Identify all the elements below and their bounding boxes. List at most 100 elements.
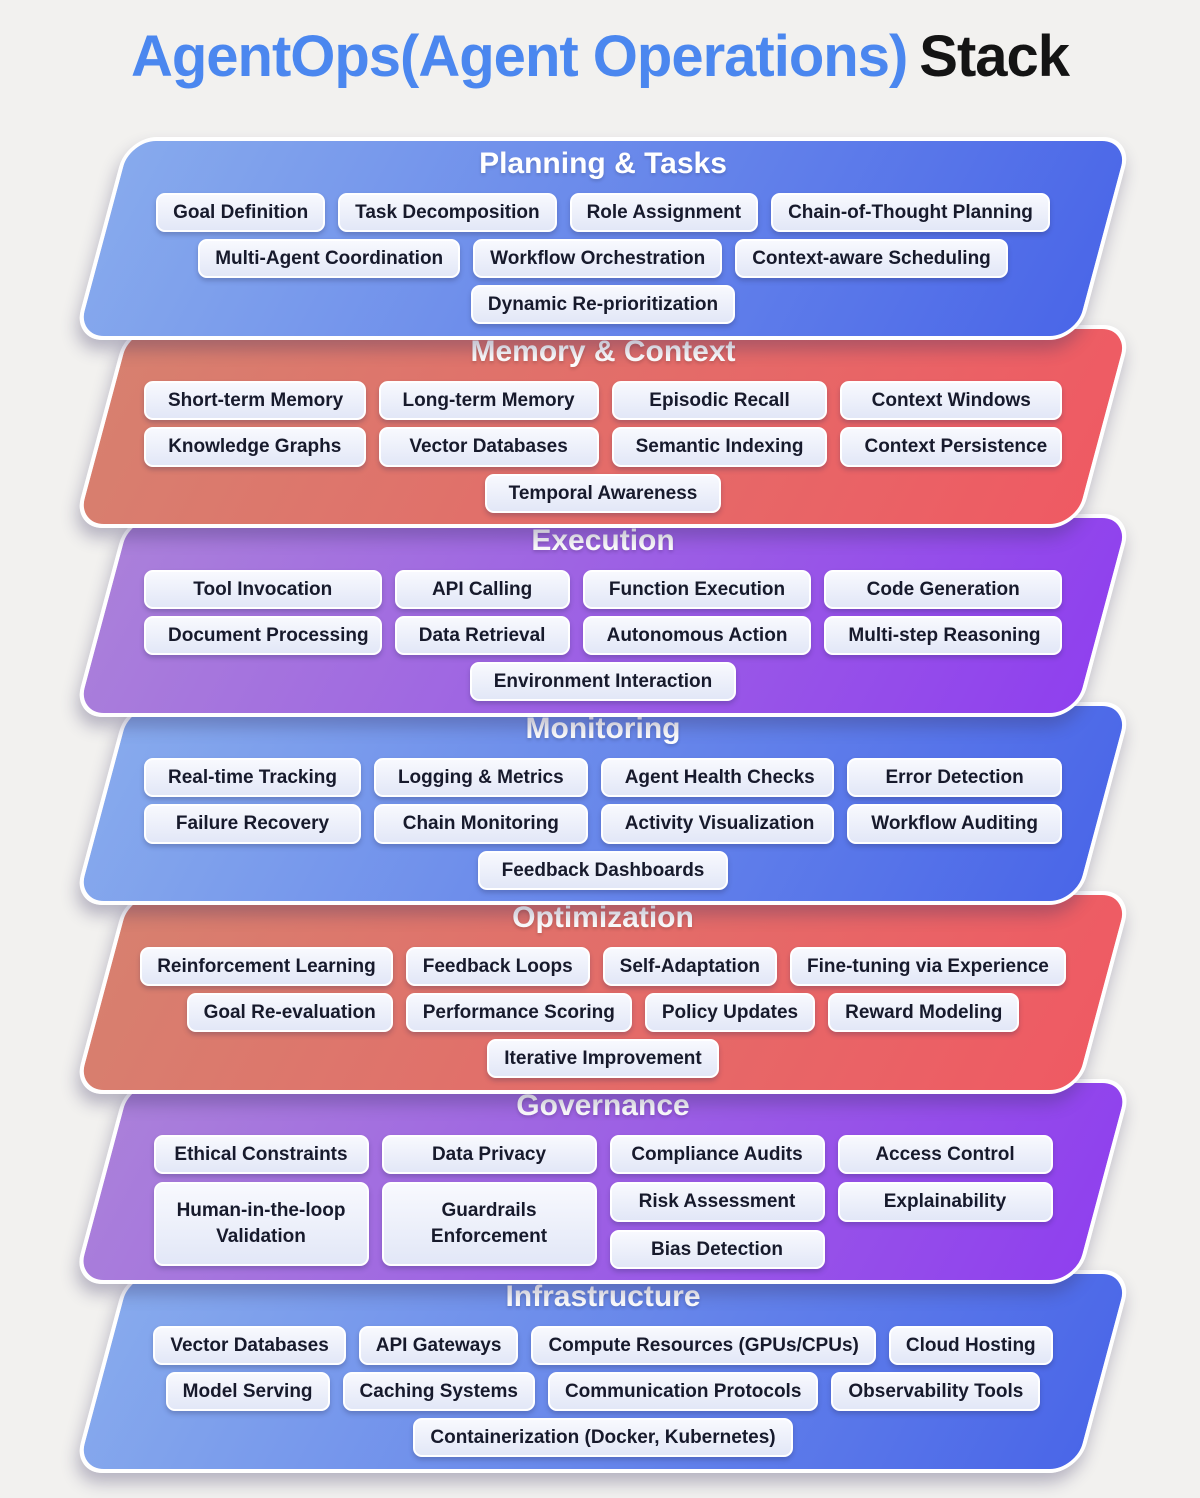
pill: Goal Definition: [156, 192, 326, 232]
pill: Context-aware Scheduling: [735, 238, 1008, 279]
pill: Multi-Agent Coordination: [198, 238, 461, 279]
pill: Real-time Tracking: [144, 758, 361, 798]
pill-row: Model Serving Caching Systems Communicatio…: [165, 1371, 1041, 1412]
pill: Iterative Improvement: [487, 1039, 719, 1079]
pill: Knowledge Graphs: [144, 427, 366, 467]
pill: Compute Resources (GPUs/CPUs): [531, 1325, 876, 1365]
pill: Workflow Auditing: [847, 804, 1062, 844]
pill: Feedback Dashboards: [477, 850, 729, 890]
section-title: Execution: [531, 523, 675, 557]
section-optimization: Optimization Reinforcement Learning Feedb…: [72, 890, 1134, 1094]
pill: Caching Systems: [342, 1371, 535, 1412]
section-title: Infrastructure: [505, 1279, 701, 1313]
pill: Workflow Orchestration: [473, 238, 723, 279]
pill: Environment Interaction: [469, 662, 737, 702]
pill: Vector Databases: [153, 1325, 346, 1365]
section-infrastructure: Infrastructure Vector Databases API Gatew…: [72, 1269, 1134, 1473]
pill: Autonomous Action: [582, 615, 812, 656]
pill: Vector Databases: [378, 427, 599, 467]
pill: Access Control: [837, 1135, 1053, 1175]
page-title-agentops: AgentOps(Agent Operations): [130, 24, 908, 89]
pill: Communication Protocols: [547, 1371, 819, 1412]
pill: Error Detection: [847, 758, 1062, 798]
section-planning-tasks: Planning & Tasks Goal Definition Task Dec…: [72, 136, 1134, 340]
pill: Reward Modeling: [828, 992, 1020, 1033]
pill: Multi-step Reasoning: [824, 615, 1062, 656]
pill: Ethical Constraints: [153, 1135, 369, 1175]
pill: Chain Monitoring: [373, 804, 588, 844]
pill: Long-term Memory: [378, 381, 599, 421]
pill: Function Execution: [582, 569, 812, 609]
pill-row: Iterative Improvement: [487, 1039, 719, 1079]
pill: Semantic Indexing: [611, 427, 828, 467]
pill: Activity Visualization: [600, 804, 835, 844]
pill-row: Multi-Agent Coordination Workflow Orchest…: [198, 238, 1008, 279]
section-title: Memory & Context: [470, 335, 736, 369]
pill: Bias Detection: [609, 1229, 825, 1269]
section-title: Optimization: [512, 900, 694, 934]
pill: Context Windows: [840, 381, 1062, 421]
pill: Data Retrieval: [394, 615, 570, 656]
band-content: Memory & Context Short-term Memory Long-t…: [100, 325, 1106, 528]
page-title: AgentOps(Agent Operations)Stack: [0, 0, 1200, 91]
pill: Context Persistence: [840, 427, 1062, 467]
pill: Data Privacy: [381, 1135, 597, 1175]
band-content: Planning & Tasks Goal Definition Task Dec…: [100, 137, 1106, 340]
section-title: Planning & Tasks: [479, 146, 727, 180]
page-title-stack: Stack: [919, 24, 1070, 89]
band-body: Reinforcement Learning Feedback Loops Self…: [140, 946, 1066, 1079]
pill: Dynamic Re-prioritization: [470, 285, 736, 325]
pill: Temporal Awareness: [484, 473, 722, 513]
pill: Reinforcement Learning: [140, 946, 393, 986]
pill-row: Containerization (Docker, Kubernetes): [413, 1418, 793, 1458]
pill: Goal Re-evaluation: [186, 992, 393, 1033]
pill-row: Goal Definition Task Decomposition Role As…: [156, 192, 1050, 232]
band-body: Vector Databases API Gateways Compute Reso…: [144, 1325, 1062, 1458]
pill: Task Decomposition: [338, 192, 557, 232]
pill: Performance Scoring: [405, 992, 632, 1033]
pill: Role Assignment: [569, 192, 759, 232]
pill: Cloud Hosting: [888, 1325, 1053, 1365]
pill: Explainability: [837, 1182, 1053, 1222]
pill-row: Dynamic Re-prioritization: [470, 285, 736, 325]
stack: Planning & Tasks Goal Definition Task Dec…: [0, 136, 1200, 1473]
pill: API Calling: [394, 569, 570, 609]
section-title: Monitoring: [525, 712, 681, 746]
pill: Compliance Audits: [609, 1135, 825, 1175]
pill-row: Vector Databases API Gateways Compute Reso…: [153, 1325, 1053, 1365]
pill: Document Processing: [144, 615, 382, 656]
pill: Short-term Memory: [144, 381, 366, 421]
pill: Risk Assessment: [609, 1182, 825, 1222]
pill: Containerization (Docker, Kubernetes): [413, 1418, 793, 1458]
pill: Model Serving: [165, 1371, 330, 1412]
pill-row: Reinforcement Learning Feedback Loops Self…: [140, 946, 1066, 986]
pill: Fine-tuning via Experience: [790, 946, 1066, 986]
pill: Observability Tools: [831, 1371, 1041, 1412]
section-title: Governance: [516, 1089, 690, 1123]
section-memory-context: Memory & Context Short-term Memory Long-t…: [72, 325, 1134, 528]
pill: Chain-of-Thought Planning: [771, 192, 1050, 232]
pill: API Gateways: [358, 1325, 519, 1365]
band-body: Goal Definition Task Decomposition Role As…: [144, 192, 1062, 325]
pill: Self-Adaptation: [602, 946, 778, 986]
pill: Feedback Loops: [405, 946, 590, 986]
pill: Code Generation: [824, 569, 1062, 609]
